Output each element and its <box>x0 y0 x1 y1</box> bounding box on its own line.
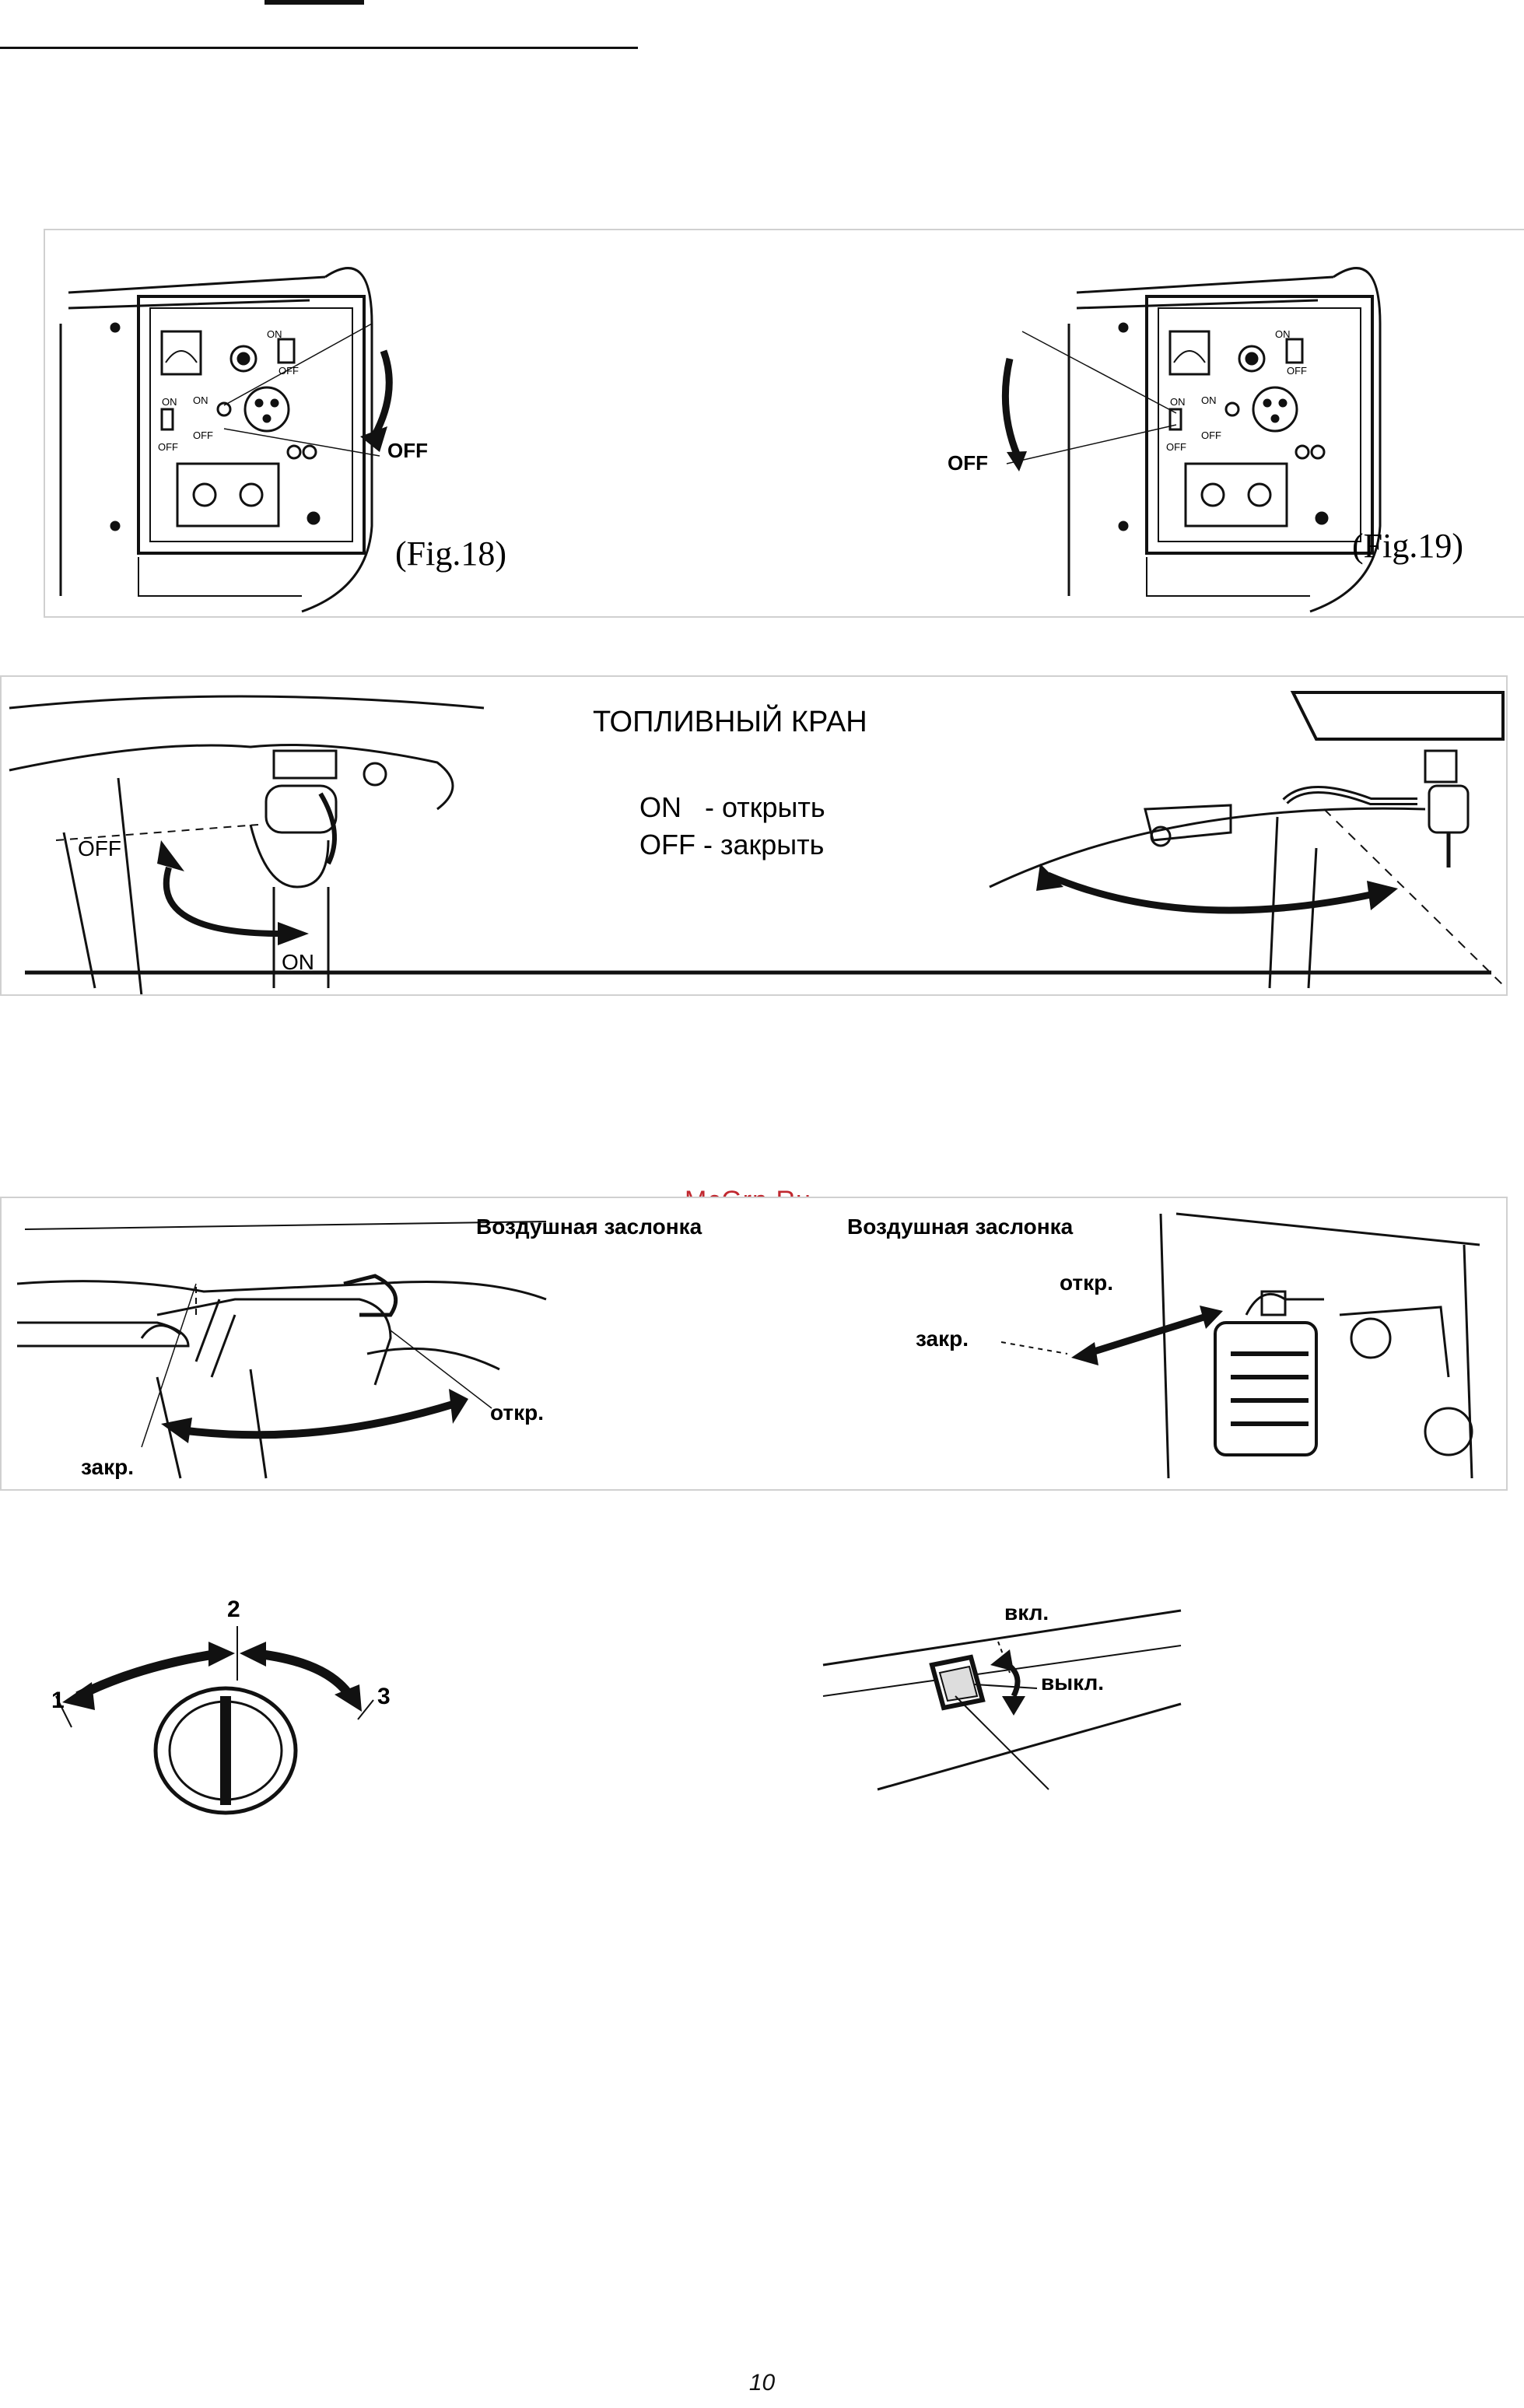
panel-off-label: OFF <box>1287 365 1307 377</box>
panel-off-label: OFF <box>1166 441 1186 453</box>
choke-arrow-right <box>1087 1315 1211 1354</box>
choke-illustrations: Воздушная заслонка откр. закр. Воздушная… <box>2 1198 1506 1489</box>
choke-left-closed-label: закр. <box>81 1455 134 1479</box>
fuel-valve-title: ТОПЛИВНЫЙ КРАН <box>593 703 867 738</box>
figure-panel-choke: Воздушная заслонка откр. закр. Воздушная… <box>0 1197 1508 1491</box>
panel-off-label: OFF <box>1201 429 1221 441</box>
choke-right-closed-label: закр. <box>916 1327 969 1351</box>
panel-off-label: OFF <box>193 429 213 441</box>
fuel-valve-arrow-right <box>1048 875 1371 910</box>
fuel-valve-illustrations: ТОПЛИВНЫЙ КРАН ON - открыть OFF - закрыт… <box>2 677 1506 994</box>
header-short-rule <box>265 0 364 5</box>
generator-panel-illustrations: ON OFF ON OFF ON OFF ON OFF ON OFF ON OF… <box>45 230 1524 616</box>
fig18-caption: (Fig.18) <box>395 535 506 573</box>
choke-left-title: Воздушная заслонка <box>476 1215 702 1239</box>
panel-off-label: OFF <box>279 365 299 377</box>
rotary-knob-indicator <box>220 1696 231 1805</box>
rotary-arc-right <box>253 1653 350 1696</box>
fig19-caption: (Fig.19) <box>1352 527 1463 565</box>
rotary-position-2: 2 <box>227 1597 240 1622</box>
figure-panel-18-19: ON OFF ON OFF ON OFF ON OFF ON OFF ON OF… <box>44 229 1524 618</box>
panel-on-label: ON <box>193 394 208 406</box>
off-arrow-right <box>1005 359 1018 456</box>
header-long-rule <box>0 47 638 49</box>
choke-right-open-label: откр. <box>1060 1271 1113 1295</box>
generator-left <box>61 268 380 612</box>
panel-off-label: OFF <box>158 441 178 453</box>
page-number: 10 <box>0 2370 1524 2396</box>
fuel-valve-arrow-left <box>166 868 282 934</box>
rotary-knob-diagram: 1 2 3 <box>31 1587 436 1821</box>
panel-on-label: ON <box>162 396 177 408</box>
fuel-valve-off-label: OFF <box>78 836 121 861</box>
rocker-off-label: выкл. <box>1041 1670 1104 1695</box>
rotary-position-1: 1 <box>51 1688 65 1713</box>
generator-right <box>1007 268 1380 612</box>
fuel-valve-legend-off: OFF - закрыть <box>639 829 824 861</box>
fuel-valve-on-label: ON <box>282 950 314 974</box>
choke-left-open-label: откр. <box>490 1400 544 1425</box>
panel-on-label: ON <box>267 328 282 340</box>
fuel-valve-legend-on: ON - открыть <box>639 791 825 823</box>
rocker-switch <box>932 1657 983 1708</box>
panel-on-label: ON <box>1170 396 1186 408</box>
choke-arrow-left <box>180 1404 453 1435</box>
rocker-switch-diagram: вкл. выкл. <box>815 1587 1204 1821</box>
panel-on-label: ON <box>1201 394 1217 406</box>
figure-panel-fuel-valve: ТОПЛИВНЫЙ КРАН ON - открыть OFF - закрыт… <box>0 675 1508 996</box>
rotary-arc-left <box>78 1653 222 1696</box>
rocker-on-label: вкл. <box>1004 1600 1049 1625</box>
rotary-position-3: 3 <box>377 1684 391 1709</box>
fig19-off-label: OFF <box>948 451 988 475</box>
choke-right-title: Воздушная заслонка <box>847 1215 1074 1239</box>
panel-on-label: ON <box>1275 328 1291 340</box>
fig18-off-label: OFF <box>387 439 428 462</box>
